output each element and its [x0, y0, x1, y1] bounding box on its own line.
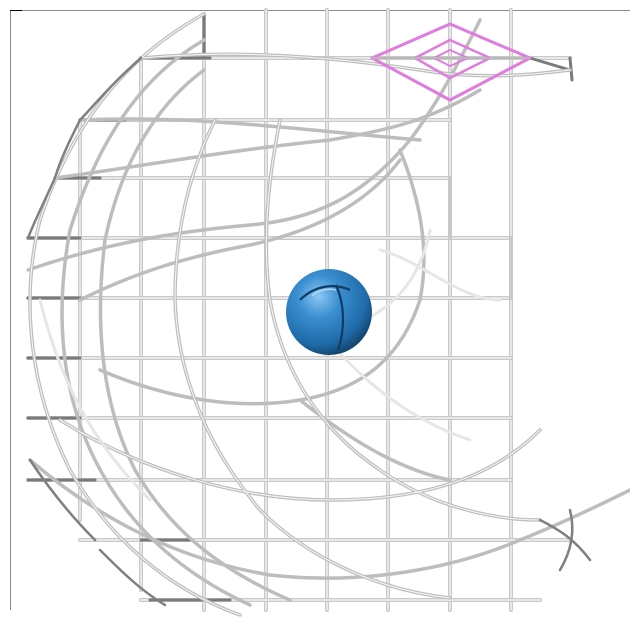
blue-sphere-marker[interactable] [286, 269, 372, 355]
